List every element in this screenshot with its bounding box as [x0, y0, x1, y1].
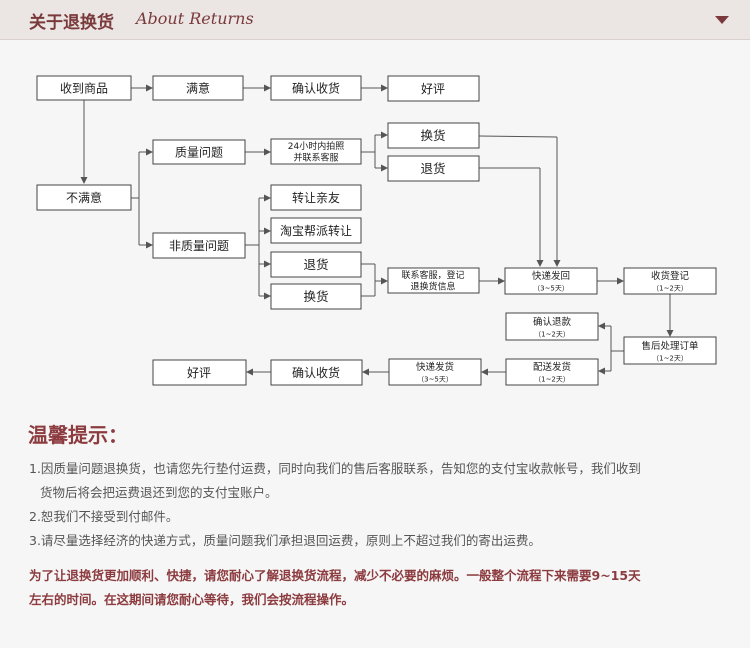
svg-text:（1~2天）: （1~2天） [534, 331, 570, 339]
svg-text:（3~5天）: （3~5天） [533, 285, 569, 293]
svg-text:换货: 换货 [303, 289, 328, 304]
svg-text:转让亲友: 转让亲友 [292, 190, 340, 205]
node-photo-contact: 24小时内拍照 并联系客服 [270, 138, 362, 165]
node-contact-register: 联系客服，登记 退换货信息 [387, 267, 480, 294]
svg-text:确认收货: 确认收货 [292, 81, 340, 96]
header-subtitle: About Returns [136, 9, 254, 28]
node-return-quality: 退货 [387, 155, 480, 182]
svg-text:收货登记: 收货登记 [651, 270, 690, 282]
svg-text:快递发回: 快递发回 [532, 270, 570, 282]
node-non-quality: 非质量问题 [152, 232, 246, 259]
svg-text:确认收货: 确认收货 [292, 365, 340, 380]
node-good-review-top: 好评 [387, 75, 480, 102]
node-unsatisfied: 不满意 [36, 184, 132, 211]
svg-text:退货: 退货 [303, 257, 328, 272]
svg-text:非质量问题: 非质量问题 [169, 239, 229, 253]
node-confirm-receipt-top: 确认收货 [270, 75, 362, 101]
svg-text:确认退款: 确认退款 [533, 316, 572, 328]
svg-text:质量问题: 质量问题 [175, 146, 223, 160]
node-taobao-transfer: 淘宝帮派转让 [270, 217, 362, 244]
tip-item-1-line-1: 1.因质量问题退换货，也请您先行垫付运费，同时向我们的售后客服联系，告知您的支付… [29, 461, 641, 476]
node-exchange-quality: 换货 [387, 122, 480, 149]
node-good-review-bottom: 好评 [152, 359, 247, 386]
svg-text:配送发货: 配送发货 [533, 361, 571, 373]
node-confirm-receipt-bottom: 确认收货 [270, 359, 363, 386]
node-exchange-non-quality: 换货 [270, 283, 362, 310]
svg-text:换货: 换货 [420, 128, 445, 143]
node-express-back: 快递发回 （3~5天） [504, 267, 598, 295]
svg-text:并联系客服: 并联系客服 [293, 152, 338, 164]
node-satisfied: 满意 [152, 75, 244, 101]
svg-text:不满意: 不满意 [66, 190, 102, 205]
node-after-sale: 售后处理订单 （1~2天） [623, 336, 717, 365]
node-quality-issue: 质量问题 [152, 139, 246, 165]
section-header[interactable]: 关于退换货 About Returns [0, 0, 750, 40]
note-line-1: 为了让退换货更加顺利、快捷，请您耐心了解退换货流程，减少不必要的麻烦。一般整个流… [29, 568, 641, 583]
svg-text:退换货信息: 退换货信息 [410, 281, 455, 293]
note-line-2: 左右的时间。在这期间请您耐心等待，我们会按流程操作。 [29, 592, 355, 607]
header-title: 关于退换货 [29, 13, 114, 33]
svg-text:淘宝帮派转让: 淘宝帮派转让 [280, 223, 352, 238]
node-confirm-refund: 确认退款 （1~2天） [505, 312, 599, 341]
node-transfer-friend: 转让亲友 [270, 184, 362, 211]
tip-item-3: 3.请尽量选择经济的快递方式，质量问题我们承担退回运费，原则上不超过我们的寄出运… [29, 533, 541, 548]
svg-text:联系客服，登记: 联系客服，登记 [401, 269, 464, 281]
node-dispatch: 配送发货 （1~2天） [505, 358, 599, 386]
svg-text:好评: 好评 [187, 366, 211, 380]
node-return-non-quality: 退货 [270, 251, 362, 278]
svg-text:（1~2天）: （1~2天） [652, 285, 688, 293]
svg-text:快递发货: 快递发货 [416, 361, 454, 373]
node-label: 收到商品 [60, 81, 108, 96]
node-receive-register: 收货登记 （1~2天） [623, 267, 717, 295]
svg-text:24小时内拍照: 24小时内拍照 [288, 140, 344, 152]
svg-text:退货: 退货 [420, 161, 445, 176]
node-express-ship: 快递发货 （3~5天） [388, 358, 482, 386]
tip-item-2: 2.恕我们不接受到付邮件。 [29, 509, 179, 524]
tips-title: 温馨提示： [28, 423, 128, 447]
collapse-triangle-icon[interactable] [715, 16, 729, 24]
svg-text:（1~2天）: （1~2天） [534, 376, 570, 384]
svg-text:售后处理订单: 售后处理订单 [641, 340, 699, 352]
tip-item-1-line-2: 货物后将会把运费退还到您的支付宝账户。 [40, 485, 278, 500]
svg-text:好评: 好评 [421, 82, 445, 96]
svg-text:（3~5天）: （3~5天） [417, 376, 453, 384]
flow-arrowheads [80, 84, 674, 376]
svg-text:（1~2天）: （1~2天） [652, 355, 688, 363]
svg-text:满意: 满意 [186, 81, 210, 96]
node-received: 收到商品 [36, 75, 132, 101]
